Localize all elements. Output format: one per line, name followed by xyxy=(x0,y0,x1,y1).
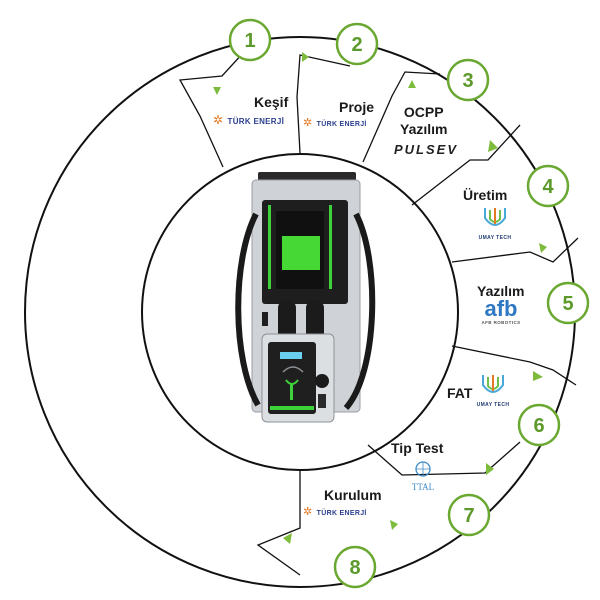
ttal-logo-icon: TTAL xyxy=(405,460,441,492)
divider-2 xyxy=(296,54,351,154)
umay-tech-logo-icon xyxy=(482,375,504,393)
arrow-icon xyxy=(390,520,398,530)
step-1-label: Keşif xyxy=(254,94,289,110)
step-8-label: Kurulum xyxy=(324,487,382,503)
step-6-label: FAT xyxy=(447,385,473,401)
pulsev-logo-icon: PULSEV xyxy=(394,142,459,157)
turk-enerji-logo-icon: ✲ xyxy=(303,506,313,518)
step-8-brand-name: TÜRK ENERJİ xyxy=(316,510,367,517)
divider-8 xyxy=(256,470,301,576)
turk-enerji-logo-icon: ✲ xyxy=(303,117,313,129)
arrow-icon xyxy=(213,87,221,95)
ev-charger-illustration xyxy=(235,172,376,423)
arrow-icon xyxy=(486,463,494,475)
step-4-brand-name: UMAY TECH xyxy=(478,235,512,241)
afb-robotics-logo-icon: afb AFB ROBOTICS xyxy=(477,296,525,326)
turk-enerji-logo-icon: ✲ xyxy=(213,113,224,127)
arrow-icon xyxy=(302,52,309,62)
divider-1 xyxy=(178,39,256,168)
arrow-icon xyxy=(533,371,543,381)
step-7-brand-name: TTAL xyxy=(411,482,435,492)
step-8-brand: ✲ TÜRK ENERJİ xyxy=(303,502,367,520)
step-2-label: Proje xyxy=(339,99,375,115)
divider-4 xyxy=(411,124,521,206)
step-3-label-line1: OCPP xyxy=(403,104,444,120)
step-5-label: Yazılım xyxy=(477,283,525,299)
step-2-brand-name: TÜRK ENERJİ xyxy=(316,121,367,128)
step-4-brand: UMAY TECH xyxy=(477,206,513,241)
umay-tech-logo-icon xyxy=(484,208,506,226)
step-4-label: Üretim xyxy=(463,187,508,203)
charger-screen xyxy=(282,236,320,270)
divider-6 xyxy=(451,345,577,386)
step-3-label-line2: Yazılım xyxy=(400,121,448,137)
step-5-brand-sub: AFB ROBOTICS xyxy=(481,320,521,325)
step-6-brand: UMAY TECH xyxy=(475,373,511,408)
segment-dividers xyxy=(178,39,579,576)
step-7-label: Tip Test xyxy=(391,440,444,456)
step-3-label: OCPP Yazılım xyxy=(400,104,447,138)
arrow-icon xyxy=(283,533,292,544)
step-1-brand: ✲ TÜRK ENERJİ xyxy=(213,111,284,129)
divider-7 xyxy=(367,441,521,476)
step-6-brand-name: UMAY TECH xyxy=(476,402,510,408)
arrow-icon xyxy=(488,140,498,152)
step-5-brand-name: afb xyxy=(484,296,518,321)
step-1-brand-name: TÜRK ENERJİ xyxy=(227,117,285,126)
step-2-brand: ✲ TÜRK ENERJİ xyxy=(303,113,367,131)
arrow-icon xyxy=(408,80,416,88)
divider-3 xyxy=(362,71,441,163)
direction-arrows xyxy=(213,52,547,544)
arrow-icon xyxy=(539,243,547,253)
divider-5 xyxy=(451,237,579,263)
